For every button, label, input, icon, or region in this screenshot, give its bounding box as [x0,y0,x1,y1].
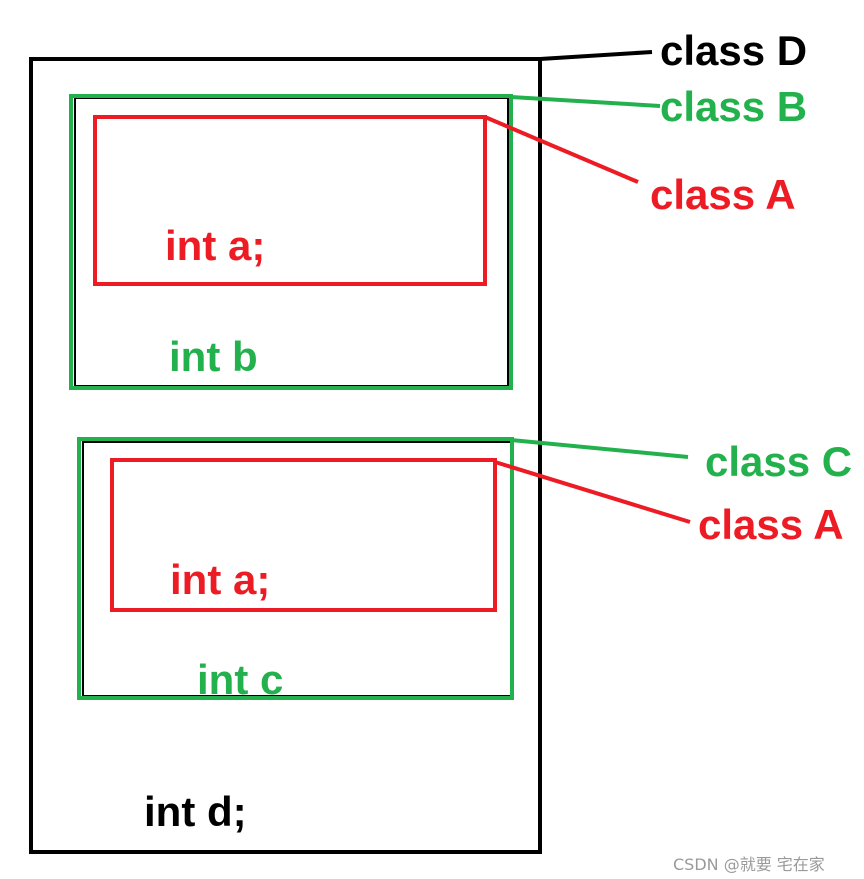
class-a-box-in-c [110,458,497,612]
member-int-a-top: int a; [165,222,266,269]
class-c-box [77,437,514,700]
class-a-leader-bottom [494,460,691,524]
class-c-leader [510,438,689,459]
class-b-inner-edge [74,97,509,387]
class-d-label: class D [660,27,808,74]
class-b-label: class B [660,83,808,130]
class-a-box-in-b [93,115,487,286]
class-a-label-bottom: class A [698,501,844,548]
member-int-a-bottom: int a; [170,556,271,603]
class-a-label-top: class A [650,171,796,218]
class-c-inner-edge [82,441,512,697]
member-int-d: int d; [144,788,247,835]
class-c-label: class C [705,438,853,485]
member-int-b: int b [169,333,258,380]
class-d-leader [539,50,653,61]
member-int-c: int c [197,656,284,703]
class-a-leader-top [484,115,639,184]
csdn-watermark: CSDN @就要 宅在家 [673,855,825,874]
class-b-leader [510,95,661,108]
class-b-box [69,94,513,390]
class-d-box [29,57,542,854]
